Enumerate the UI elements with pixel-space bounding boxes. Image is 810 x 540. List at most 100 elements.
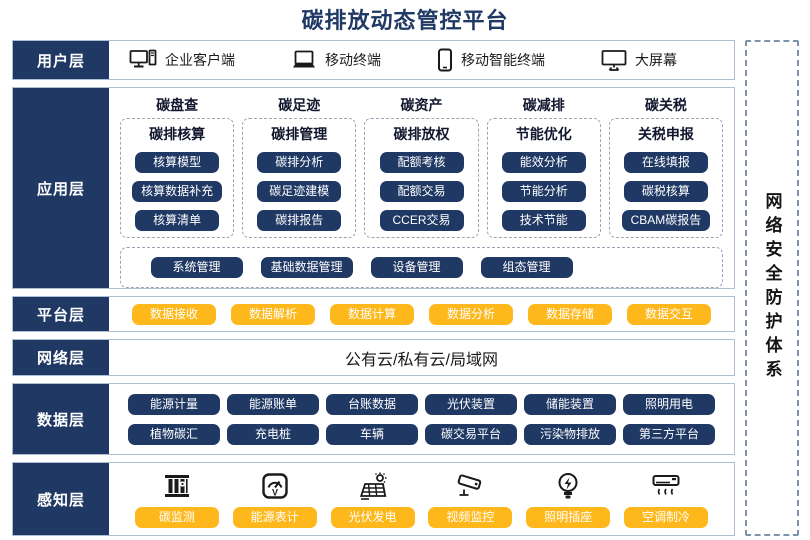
sensor-label: 碳监测	[134, 507, 219, 528]
app-column-carbon-inventory: 碳盘查 碳排核算 核算模型 核算数据补充 核算清单	[120, 95, 235, 238]
network-layer-label: 网络层	[13, 340, 109, 375]
sensor-video-surveillance[interactable]: 视频监控	[428, 470, 513, 528]
app-module-button[interactable]: 碳足迹建模	[257, 181, 342, 202]
app-module-button[interactable]: 能效分析	[501, 152, 586, 173]
app-module-button[interactable]: CCER交易	[379, 210, 464, 231]
user-terminal-smart-mobile[interactable]: 移动智能终端	[437, 48, 545, 72]
data-layer-label: 数据层	[13, 384, 109, 454]
data-source-row: 植物碳汇 充电桩 车辆 碳交易平台 污染物排放 第三方平台	[121, 423, 722, 445]
common-module-button[interactable]: 系统管理	[150, 257, 243, 278]
sensor-label: 视频监控	[428, 507, 513, 528]
data-source-row: 能源计量 能源账单 台账数据 光伏装置 储能装置 照明用电	[121, 393, 722, 415]
app-module-button[interactable]: 节能分析	[501, 181, 586, 202]
user-terminal-label: 大屏幕	[635, 52, 677, 68]
light-bulb-icon	[552, 470, 584, 502]
app-module-button[interactable]: 核算数据补充	[132, 181, 223, 202]
layer-stack: 用户层 企业客户端	[12, 40, 735, 540]
data-source-button[interactable]: 充电桩	[227, 423, 319, 445]
app-group: 关税申报 在线填报 碳税核算 CBAM碳报告	[608, 118, 724, 238]
data-source-button[interactable]: 照明用电	[623, 393, 715, 415]
smartphone-icon	[437, 48, 453, 72]
app-module-button[interactable]: 碳排报告	[257, 210, 342, 231]
page-title: 碳排放动态管控平台	[301, 8, 509, 33]
app-column-header: 碳足迹	[278, 97, 321, 113]
sensor-solar-power[interactable]: 光伏发电	[330, 470, 415, 528]
user-layer-row: 用户层 企业客户端	[12, 40, 735, 80]
user-terminal-label: 企业客户端	[165, 52, 235, 68]
user-layer-content: 企业客户端 移动终端	[109, 41, 734, 79]
app-module-button[interactable]: 碳排分析	[257, 152, 342, 173]
energy-meter-icon: V	[259, 470, 291, 502]
sensor-air-conditioning[interactable]: 空调制冷	[624, 470, 709, 528]
app-module-button[interactable]: 在线填报	[623, 152, 708, 173]
app-group: 碳排放权 配额考核 配额交易 CCER交易	[364, 118, 479, 238]
data-source-button[interactable]: 能源账单	[227, 393, 319, 415]
app-group-title: 碳排管理	[271, 126, 328, 142]
sensor-lighting-socket[interactable]: 照明插座	[526, 470, 611, 528]
app-module-button[interactable]: 核算清单	[135, 210, 220, 231]
platform-capability-button[interactable]: 数据解析	[231, 303, 315, 325]
solar-power-icon	[356, 470, 390, 502]
perception-layer-row: 感知层 碳	[12, 462, 735, 536]
data-source-button[interactable]: 污染物排放	[524, 423, 616, 445]
data-source-button[interactable]: 植物碳汇	[128, 423, 220, 445]
sensor-label: 光伏发电	[330, 507, 415, 528]
sensor-energy-meter[interactable]: V 能源表计	[232, 470, 317, 528]
app-column-carbon-tariff: 碳关税 关税申报 在线填报 碳税核算 CBAM碳报告	[608, 95, 724, 238]
app-group-title: 节能优化	[515, 126, 572, 142]
platform-layer-row: 平台层 数据接收 数据解析 数据计算 数据分析 数据存储 数据交互	[12, 296, 735, 332]
data-layer-content: 能源计量 能源账单 台账数据 光伏装置 储能装置 照明用电 植物碳汇 充电桩 车…	[109, 384, 734, 454]
app-module-button[interactable]: 技术节能	[501, 210, 586, 231]
platform-capability-button[interactable]: 数据分析	[429, 303, 513, 325]
air-conditioner-icon	[649, 470, 683, 502]
app-module-button[interactable]: 配额交易	[379, 181, 464, 202]
big-screen-icon	[601, 49, 627, 72]
app-module-button[interactable]: 配额考核	[379, 152, 464, 173]
security-system-label: 网络安全防护体系	[762, 192, 782, 384]
sensor-label: 能源表计	[232, 507, 317, 528]
platform-capability-button[interactable]: 数据存储	[528, 303, 612, 325]
data-source-button[interactable]: 储能装置	[524, 393, 616, 415]
app-module-button[interactable]: 碳税核算	[623, 181, 708, 202]
app-column-carbon-footprint: 碳足迹 碳排管理 碳排分析 碳足迹建模 碳排报告	[242, 95, 357, 238]
carbon-monitor-icon	[161, 470, 193, 502]
user-terminal-mobile[interactable]: 移动终端	[291, 49, 381, 71]
common-module-button[interactable]: 组态管理	[480, 257, 573, 278]
platform-capability-button[interactable]: 数据交互	[627, 303, 711, 325]
network-layer-row: 网络层 公有云/私有云/局域网	[12, 339, 735, 376]
svg-text:V: V	[272, 488, 278, 498]
app-group-title: 关税申报	[637, 126, 694, 142]
user-terminal-big-screen[interactable]: 大屏幕	[601, 49, 677, 72]
app-group: 碳排核算 核算模型 核算数据补充 核算清单	[120, 118, 235, 238]
sensor-carbon-monitoring[interactable]: 碳监测	[134, 470, 219, 528]
application-columns: 碳盘查 碳排核算 核算模型 核算数据补充 核算清单 碳足迹 碳排管理 碳排分析	[120, 95, 724, 238]
data-source-button[interactable]: 光伏装置	[425, 393, 517, 415]
platform-layer-label: 平台层	[13, 297, 109, 331]
app-module-button[interactable]: 核算模型	[135, 152, 220, 173]
application-layer-row: 应用层 碳盘查 碳排核算 核算模型 核算数据补充 核算清单 碳足迹	[12, 87, 735, 289]
sensor-label: 照明插座	[526, 507, 611, 528]
desktop-client-icon	[129, 49, 157, 71]
app-column-header: 碳关税	[644, 97, 687, 113]
laptop-icon	[291, 49, 317, 71]
data-source-button[interactable]: 能源计量	[128, 393, 220, 415]
data-source-button[interactable]: 碳交易平台	[425, 423, 517, 445]
data-source-button[interactable]: 车辆	[326, 423, 418, 445]
app-column-carbon-reduction: 碳减排 节能优化 能效分析 节能分析 技术节能	[486, 95, 601, 238]
network-layer-content: 公有云/私有云/局域网	[345, 351, 498, 369]
user-layer-label: 用户层	[13, 41, 109, 79]
common-module-button[interactable]: 基础数据管理	[260, 257, 353, 278]
common-module-button[interactable]: 设备管理	[370, 257, 463, 278]
data-source-button[interactable]: 台账数据	[326, 393, 418, 415]
user-terminal-enterprise-client[interactable]: 企业客户端	[129, 49, 235, 71]
app-module-button[interactable]: CBAM碳报告	[621, 210, 711, 231]
user-terminal-label: 移动终端	[325, 52, 381, 68]
perception-layer-label: 感知层	[13, 463, 109, 535]
platform-capability-button[interactable]: 数据接收	[132, 303, 216, 325]
app-column-header: 碳资产	[400, 97, 443, 113]
platform-capability-button[interactable]: 数据计算	[330, 303, 414, 325]
app-group: 节能优化 能效分析 节能分析 技术节能	[486, 118, 601, 238]
data-source-button[interactable]: 第三方平台	[623, 423, 715, 445]
app-group: 碳排管理 碳排分析 碳足迹建模 碳排报告	[242, 118, 357, 238]
